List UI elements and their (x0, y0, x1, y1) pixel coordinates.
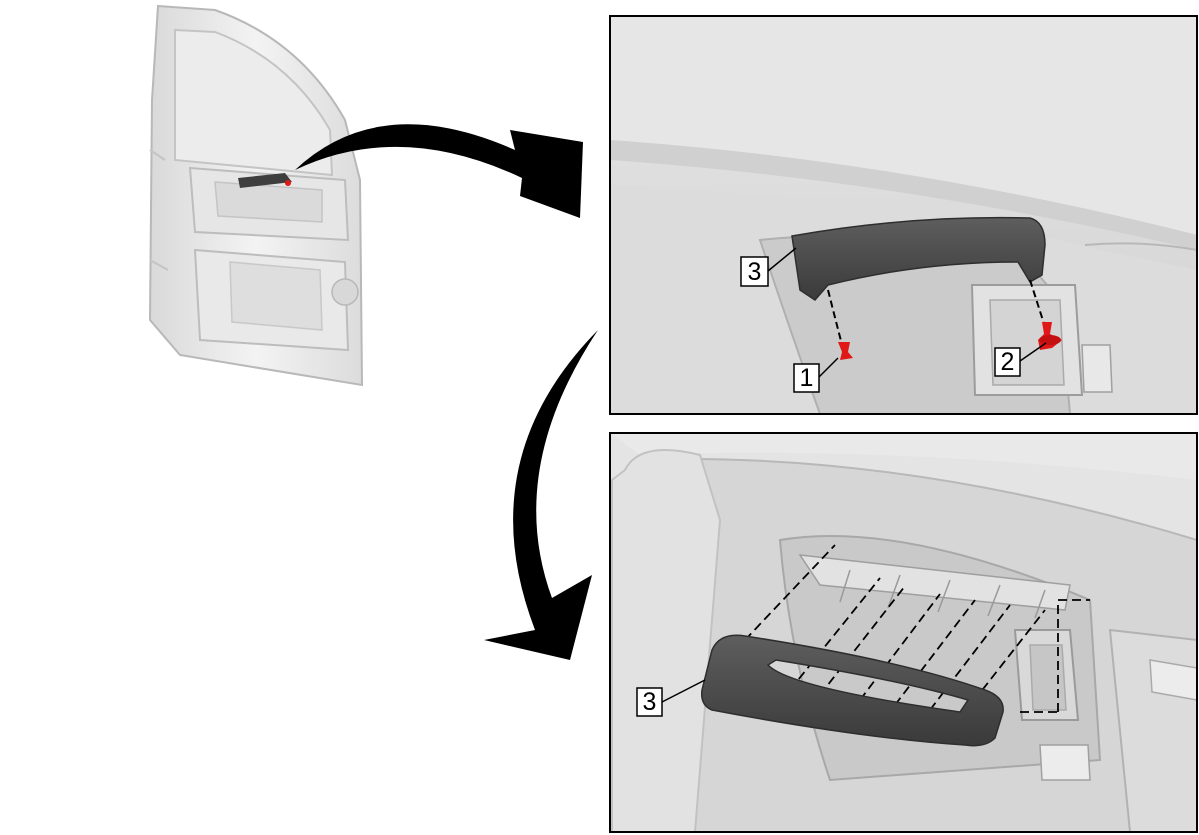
svg-text:2: 2 (1001, 348, 1015, 376)
door-overview-icon (148, 4, 364, 387)
callout-3-top: 3 (740, 256, 769, 287)
leader-dashed (827, 289, 843, 346)
curved-arrow-icon (295, 124, 583, 218)
pull-handle-icon (700, 634, 1004, 747)
svg-text:3: 3 (748, 258, 762, 286)
leader-dashed (1029, 279, 1047, 331)
callout-2: 2 (994, 347, 1021, 377)
curved-arrow-icon (484, 330, 598, 660)
mini-handle-icon (238, 173, 292, 188)
mini-fastener-icon (285, 180, 291, 186)
svg-text:1: 1 (800, 364, 814, 392)
detail-panel-top (609, 15, 1198, 415)
detail-panel-bottom (609, 432, 1198, 833)
push-pin-retainer-icon (1038, 322, 1062, 350)
callout-3-bottom: 3 (636, 687, 663, 717)
push-pin-retainer-icon (838, 342, 853, 360)
panel-frame (609, 15, 1198, 415)
svg-text:3: 3 (643, 688, 657, 716)
pull-handle-icon (791, 216, 1046, 301)
panel-frame (609, 432, 1198, 833)
callout-1: 1 (793, 363, 820, 393)
